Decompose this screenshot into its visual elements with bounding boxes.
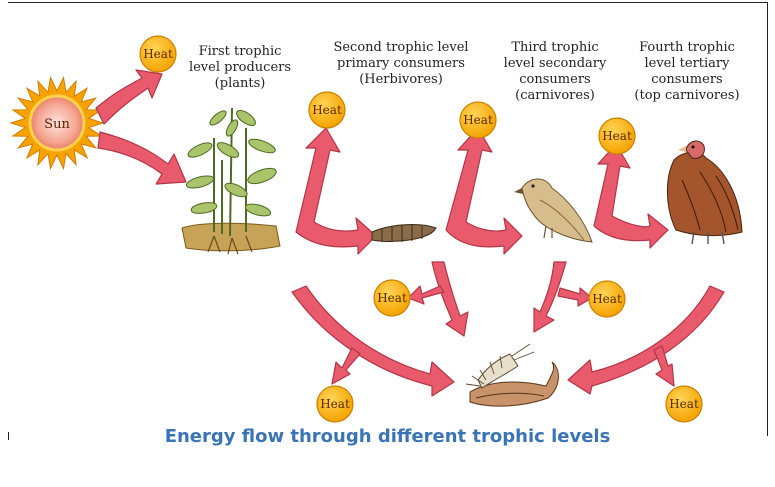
- heat-circle: [459, 101, 497, 139]
- arrow-herbivore-to-carnivore: [445, 127, 523, 255]
- level-4-label: Fourth trophic level tertiary consumers …: [622, 40, 752, 104]
- arrow-herbivore-heat-branch: [407, 285, 445, 305]
- level-2-line-1: Second trophic level: [333, 40, 469, 55]
- heat-badge: Heat: [373, 279, 411, 317]
- level-4-line-2: level tertiary: [644, 56, 730, 71]
- level-3-line-4: (carnivores): [515, 88, 595, 103]
- heat-badge: Heat: [308, 91, 346, 129]
- arrow-carnivore-heat-branch: [557, 287, 593, 307]
- heat-badge: Heat: [316, 385, 354, 423]
- vulture-illustration: [666, 140, 743, 245]
- level-1-line-1: First trophic: [198, 44, 282, 59]
- level-1-line-2: level producers: [188, 60, 292, 75]
- level-1-line-3: (plants): [214, 76, 266, 91]
- arrow-top-carnivore-heat-branch: [653, 345, 675, 387]
- level-3-line-3: consumers: [519, 72, 591, 87]
- frame-left-tick: [8, 432, 9, 440]
- heat-circle: [588, 280, 626, 318]
- level-3-line-1: Third trophic: [511, 40, 599, 55]
- heat-label: Heat: [602, 129, 632, 143]
- plants-illustration: [181, 107, 281, 255]
- arrow-carnivore-to-decomposer: [533, 261, 567, 333]
- heat-circle: [665, 385, 703, 423]
- arrow-plants-to-decomposer: [291, 285, 455, 397]
- level-2-line-3: (Herbivores): [359, 72, 443, 87]
- heat-label: Heat: [463, 113, 493, 127]
- heat-label: Heat: [312, 103, 342, 117]
- heat-label: Heat: [592, 292, 622, 306]
- figure-caption: Energy flow through different trophic le…: [164, 426, 611, 447]
- sun-core: [28, 94, 86, 152]
- level-3-label: Third trophic level secondary consumers …: [490, 40, 620, 104]
- heat-badge: Heat: [459, 101, 497, 139]
- caterpillar-illustration: [371, 224, 437, 242]
- heat-label: Heat: [143, 47, 173, 61]
- sun-label: Sun: [44, 117, 70, 132]
- level-3-line-2: level secondary: [503, 56, 607, 71]
- heat-badge: Heat: [139, 35, 177, 73]
- arrow-plants-to-herbivore: [295, 127, 377, 255]
- heat-label: Heat: [377, 291, 407, 305]
- heat-label: Heat: [669, 397, 699, 411]
- heat-label: Heat: [320, 397, 350, 411]
- arrow-sun-to-plants: [97, 131, 187, 185]
- level-4-line-3: consumers: [651, 72, 723, 87]
- frame-top-border: [8, 2, 768, 3]
- arrow-carnivore-to-top-carnivore: [593, 143, 669, 249]
- decomposers-illustration: [465, 343, 559, 407]
- sun: Sun: [9, 75, 105, 171]
- bird-illustration: [514, 178, 593, 243]
- heat-circle: [316, 385, 354, 423]
- level-4-line-4: (top carnivores): [634, 88, 740, 103]
- heat-badge: Heat: [665, 385, 703, 423]
- heat-badge: Heat: [588, 280, 626, 318]
- arrow-herbivore-to-decomposer: [431, 261, 469, 337]
- heat-badge: Heat: [598, 117, 636, 155]
- frame-right-border: [767, 2, 768, 436]
- level-2-line-2: primary consumers: [337, 56, 465, 71]
- heat-circle: [373, 279, 411, 317]
- level-4-line-1: Fourth trophic: [639, 40, 735, 55]
- heat-circle: [308, 91, 346, 129]
- heat-circle: [139, 35, 177, 73]
- level-2-label: Second trophic level primary consumers (…: [318, 40, 484, 88]
- arrow-sun-to-heat: [95, 69, 163, 125]
- heat-circle: [598, 117, 636, 155]
- arrow-top-carnivore-to-decomposer: [567, 285, 725, 395]
- level-1-label: First trophic level producers (plants): [180, 44, 300, 92]
- arrow-plants-heat-branch: [331, 347, 361, 385]
